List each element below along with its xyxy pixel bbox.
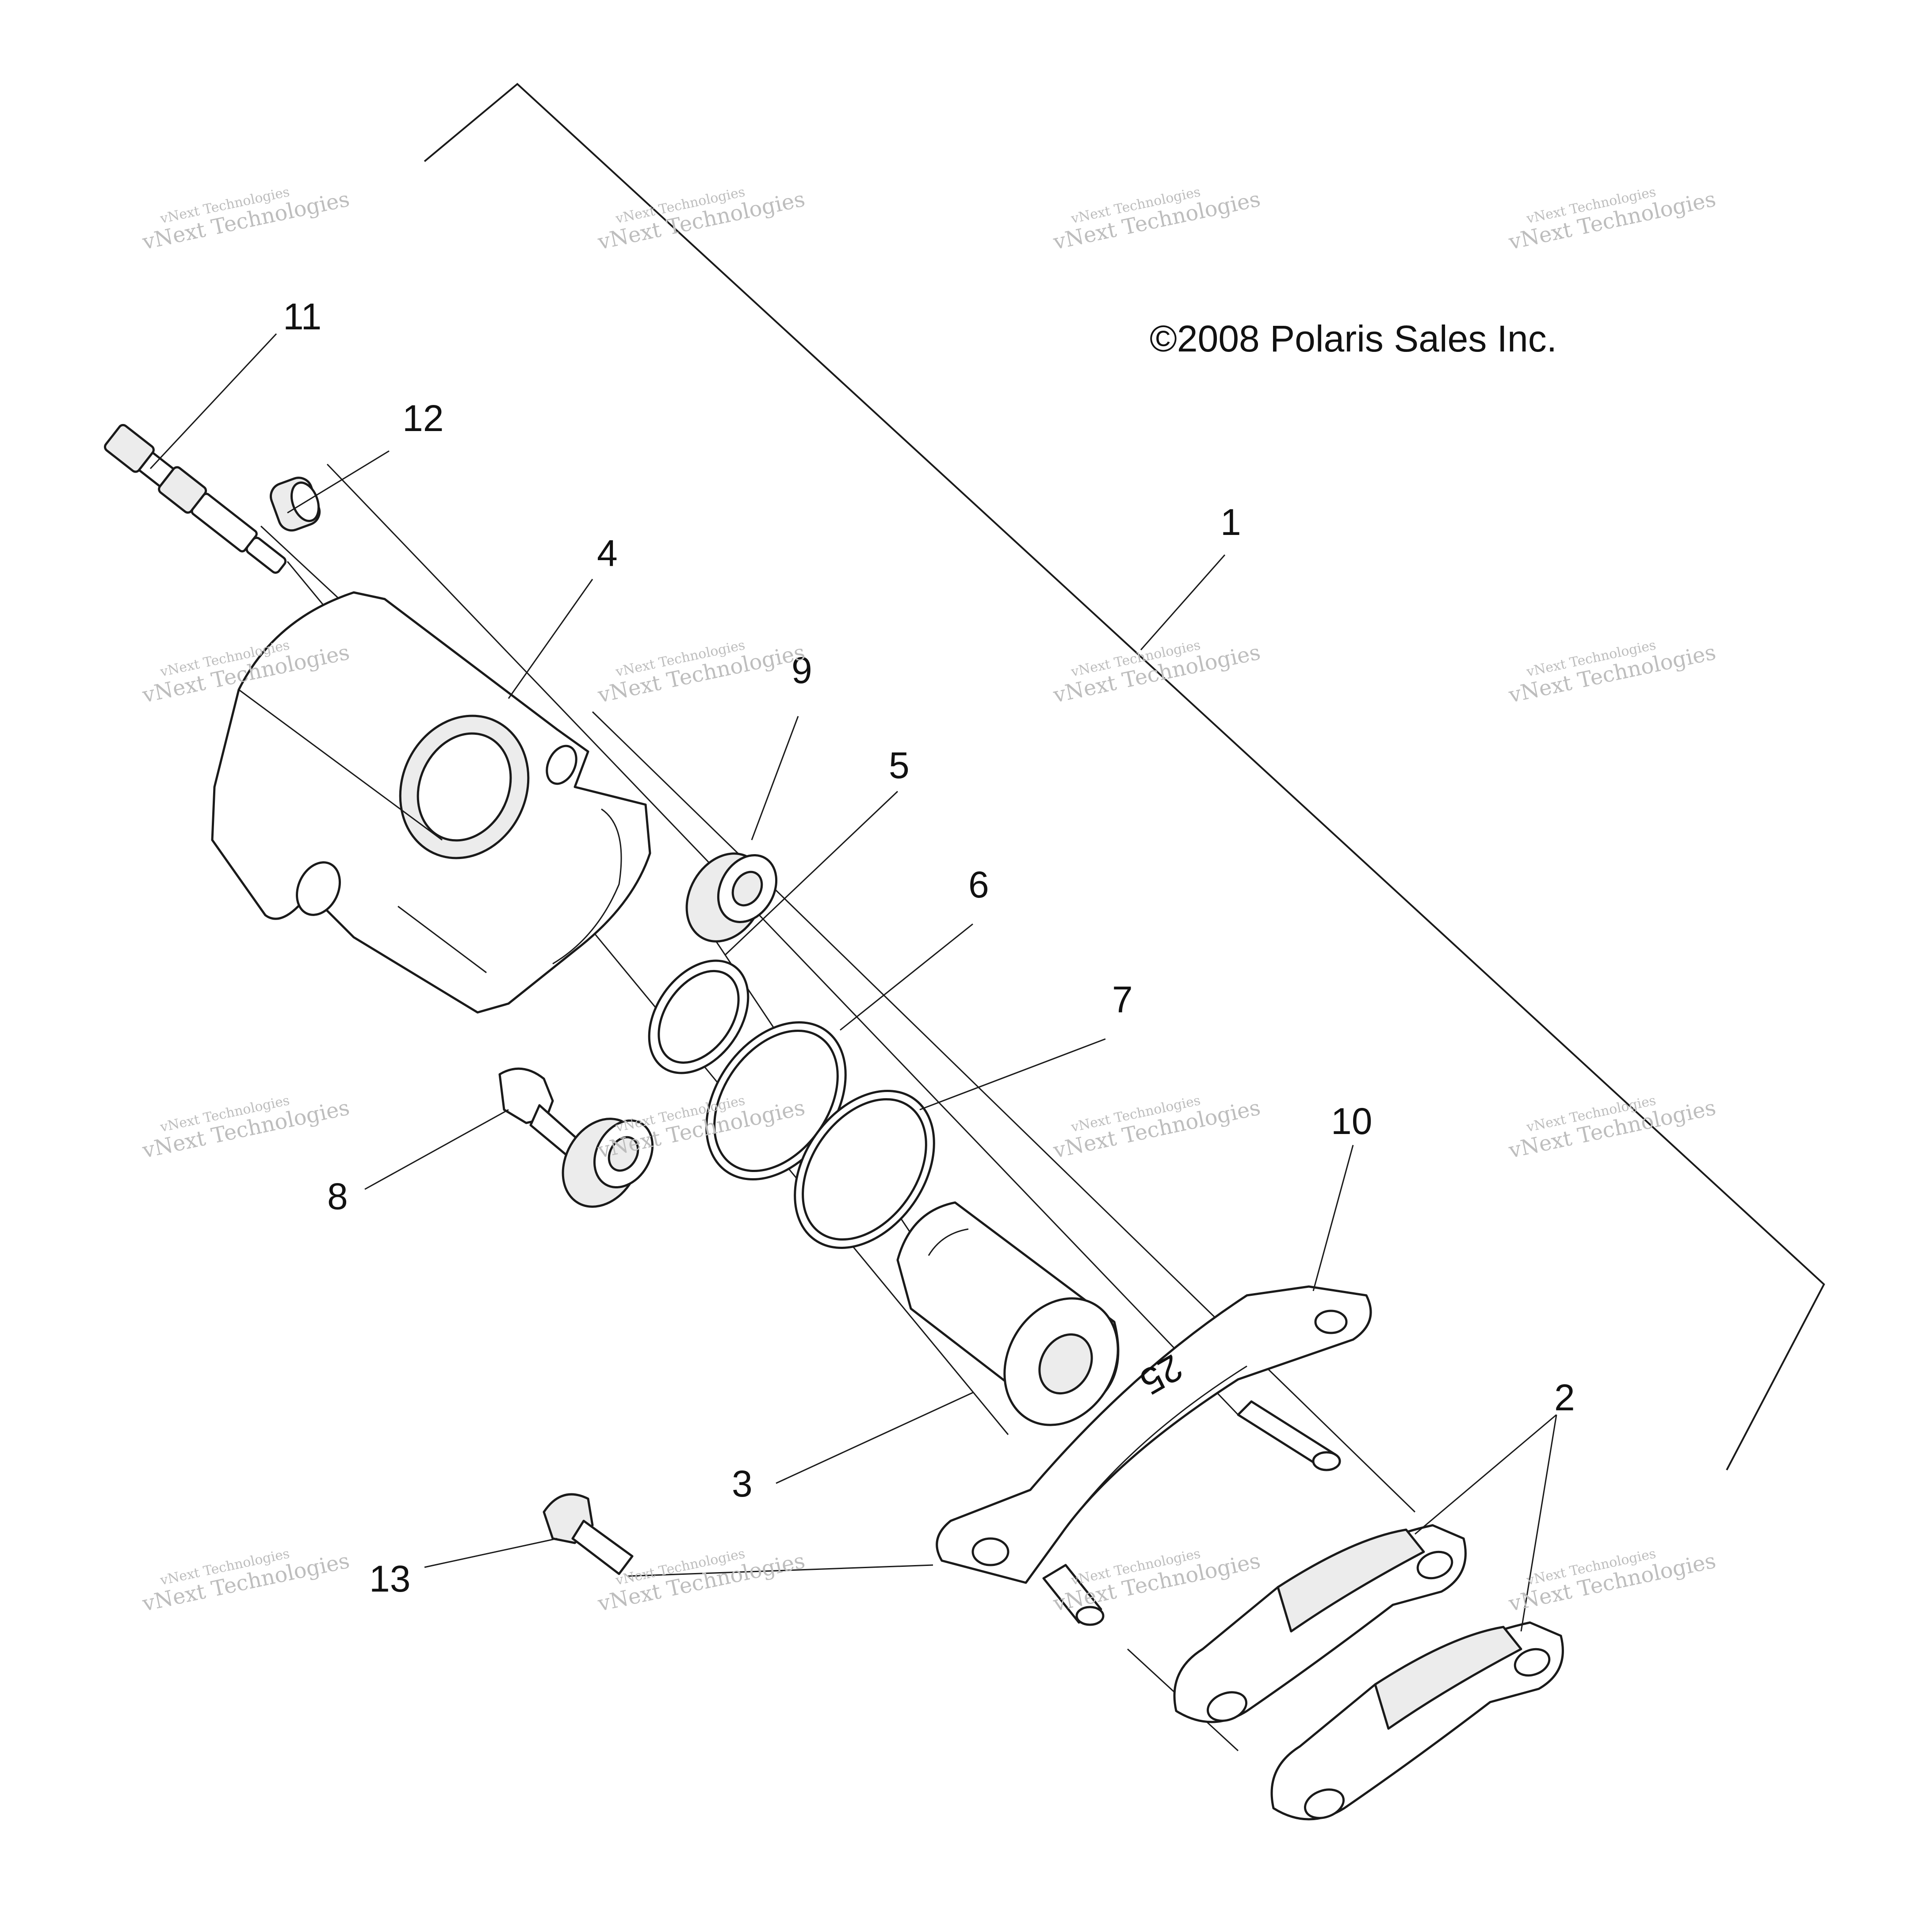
mounting-bolt	[543, 1493, 634, 1575]
callout-1: 1	[1220, 501, 1241, 543]
callouts: 1 2 3 4 5 6 7 8 9 10 11 12 13	[283, 296, 1575, 1600]
mounting-bracket: 25	[936, 1285, 1372, 1584]
callout-10: 10	[1331, 1100, 1372, 1142]
copyright-notice: ©2008 Polaris Sales Inc.	[1150, 318, 1557, 359]
piston-seal	[648, 959, 749, 1074]
dust-seal-ring	[705, 1021, 847, 1181]
brake-pad-outer	[1270, 1621, 1564, 1821]
assembly-bracket	[424, 83, 1825, 1470]
callout-8: 8	[327, 1176, 348, 1217]
callout-13: 13	[369, 1558, 410, 1600]
piston	[896, 1201, 1120, 1426]
brake-pad-inner	[1173, 1524, 1467, 1723]
callout-11: 11	[283, 296, 321, 337]
callout-2: 2	[1554, 1377, 1575, 1418]
callout-9: 9	[791, 649, 812, 691]
callout-5: 5	[889, 745, 910, 786]
bleeder-fitting	[103, 424, 287, 574]
pin-boot-lower	[562, 1118, 654, 1208]
callout-6: 6	[968, 864, 989, 905]
seal-ring	[794, 1089, 935, 1249]
callout-4: 4	[597, 532, 618, 574]
bleeder-cap	[270, 477, 321, 532]
callout-3: 3	[732, 1463, 753, 1504]
bracket-pins	[1042, 1400, 1341, 1626]
callout-7: 7	[1112, 979, 1133, 1020]
callout-12: 12	[402, 397, 444, 439]
caliper-housing	[211, 591, 651, 1014]
guide-pin	[498, 1067, 581, 1160]
leader-lines	[149, 333, 1557, 1632]
pin-boot-upper	[685, 852, 778, 943]
